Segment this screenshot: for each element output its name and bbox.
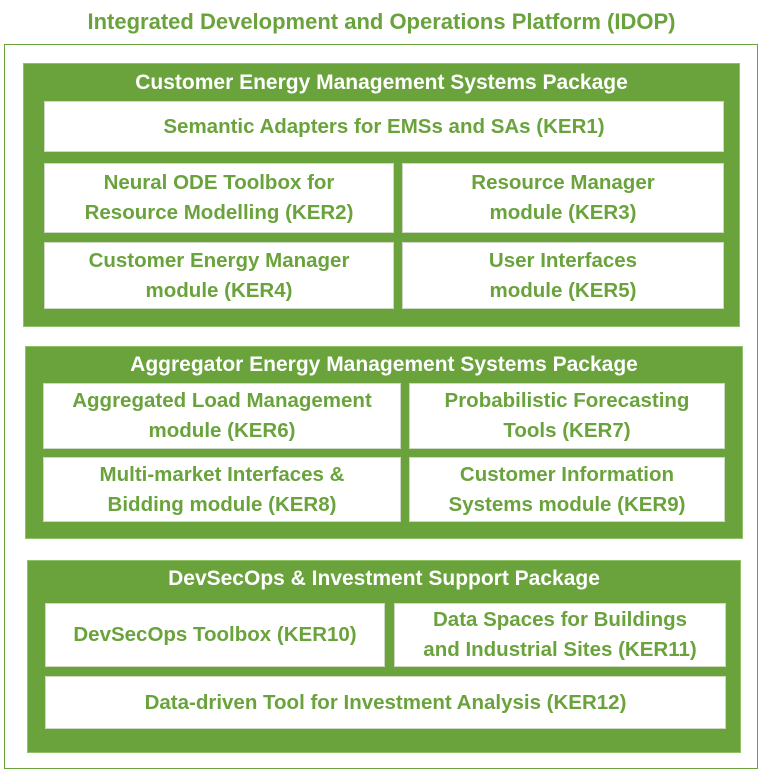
platform-title: Integrated Development and Operations Pl… <box>87 9 676 34</box>
module-ker5: User Interfaces module (KER5) <box>402 242 724 309</box>
module-ker7: Probabilistic Forecasting Tools (KER7) <box>409 383 725 449</box>
module-label-line: module (KER3) <box>489 201 637 224</box>
module-ker11: Data Spaces for Buildings and Industrial… <box>394 603 726 667</box>
module-label-line: User Interfaces <box>488 248 638 272</box>
module-label-line: Probabilistic Forecasting <box>444 389 690 412</box>
module-label-line: Resource Modelling (KER2) <box>84 201 354 224</box>
module-ker12: Data-driven Tool for Investment Analysis… <box>45 676 726 729</box>
module-label-line: Data-driven Tool for Investment Analysis… <box>144 690 627 714</box>
module-ker6: Aggregated Load Management module (KER6) <box>43 383 401 449</box>
module-label-line: module (KER6) <box>148 419 296 442</box>
module-label-line: Multi-market Interfaces & <box>99 462 345 486</box>
module-ker4: Customer Energy Manager module (KER4) <box>44 242 394 309</box>
module-label-line: module (KER5) <box>489 278 637 302</box>
module-label-line: Tools (KER7) <box>503 419 631 442</box>
package-title: Aggregator Energy Management Systems Pac… <box>130 353 638 376</box>
module-label-line: Customer Energy Manager <box>88 248 350 272</box>
module-label-line: Data Spaces for Buildings <box>432 608 688 631</box>
module-label-line: Neural ODE Toolbox for <box>103 171 335 194</box>
package-title: DevSecOps & Investment Support Package <box>168 567 600 590</box>
package-aggregator-ems: Aggregator Energy Management Systems Pac… <box>25 346 743 539</box>
module-ker10: DevSecOps Toolbox (KER10) <box>45 603 385 667</box>
module-ker1: Semantic Adapters for EMSs and SAs (KER1… <box>44 101 724 152</box>
module-label-line: Aggregated Load Management <box>72 389 372 412</box>
module-label-line: and Industrial Sites (KER11) <box>423 638 697 661</box>
module-label-line: Resource Manager <box>471 171 655 194</box>
package-title: Customer Energy Management Systems Packa… <box>135 71 628 94</box>
module-label-line: Systems module (KER9) <box>448 492 686 516</box>
package-devsecops: DevSecOps & Investment Support Package D… <box>27 560 741 753</box>
package-customer-ems: Customer Energy Management Systems Packa… <box>23 63 740 327</box>
module-ker2: Neural ODE Toolbox for Resource Modellin… <box>44 163 394 233</box>
module-label-line: module (KER4) <box>145 278 293 302</box>
module-ker8: Multi-market Interfaces & Bidding module… <box>43 457 401 522</box>
module-label-line: DevSecOps Toolbox (KER10) <box>73 623 357 646</box>
module-label-line: Bidding module (KER8) <box>107 492 337 516</box>
module-ker3: Resource Manager module (KER3) <box>402 163 724 233</box>
module-ker9: Customer Information Systems module (KER… <box>409 457 725 522</box>
module-label-line: Semantic Adapters for EMSs and SAs (KER1… <box>163 114 605 138</box>
module-label-line: Customer Information <box>459 462 675 486</box>
